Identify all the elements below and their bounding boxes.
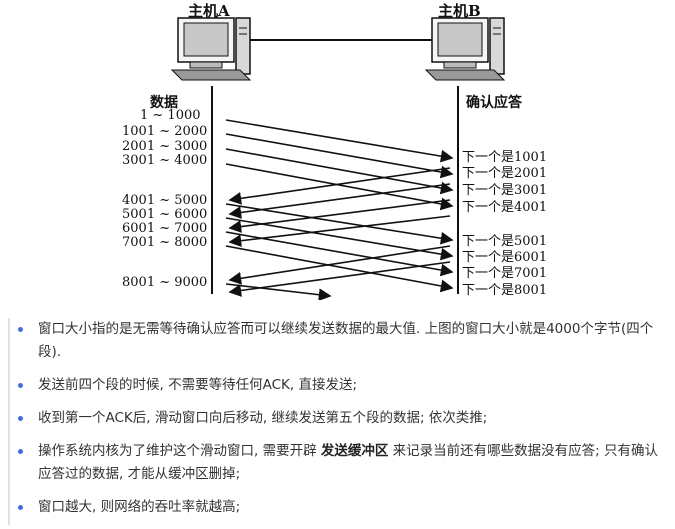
- bullet-icon: [18, 327, 23, 332]
- segment-label: 5001 ~ 6000: [122, 207, 207, 222]
- list-item-text: 窗口大小指的是无需等待确认应答而可以继续发送数据的最大值. 上图的窗口大小就是4…: [38, 321, 653, 360]
- segment-label: 1001 ~ 2000: [122, 124, 207, 139]
- ack-label: 下一个是8001: [462, 279, 547, 298]
- diagram-canvas: [0, 0, 675, 300]
- bullet-icon: [18, 505, 23, 510]
- segment-label: 3001 ~ 4000: [122, 153, 207, 168]
- segment-label: 2001 ~ 3000: [122, 139, 207, 154]
- bullet-icon: [18, 449, 23, 454]
- list-item-text: 窗口越大, 则网络的吞吐率就越高;: [38, 499, 240, 515]
- computer-a-icon: [172, 18, 250, 80]
- list-item: 窗口大小指的是无需等待确认应答而可以继续发送数据的最大值. 上图的窗口大小就是4…: [0, 318, 675, 364]
- ack-label: 下一个是4001: [462, 196, 547, 215]
- list-item-text: 发送前四个段的时候, 不需要等待任何ACK, 直接发送;: [38, 377, 357, 393]
- data-arrow: [226, 204, 452, 240]
- segment-label: 4001 ~ 5000: [122, 193, 207, 208]
- list-item: 操作系统内核为了维护这个滑动窗口, 需要开辟 发送缓冲区 来记录当前还有哪些数据…: [0, 440, 675, 486]
- sliding-window-diagram: 主机A 主机B 数据 确认应答 1 ~ 1000 1001 ~ 2000 200…: [0, 0, 675, 300]
- send-buffer-term: 发送缓冲区: [321, 443, 389, 459]
- bullet-icon: [18, 416, 23, 421]
- segment-label: 6001 ~ 7000: [122, 221, 207, 236]
- arrows-group: [226, 120, 452, 296]
- bullet-icon: [18, 383, 23, 388]
- list-item: 窗口越大, 则网络的吞吐率就越高;: [0, 496, 675, 519]
- data-arrow: [226, 120, 452, 158]
- list-item: 收到第一个ACK后, 滑动窗口向后移动, 继续发送第五个段的数据; 依次类推;: [0, 407, 675, 430]
- ack-arrow: [230, 246, 450, 280]
- host-a-label: 主机A: [188, 0, 230, 21]
- data-arrow: [226, 134, 452, 174]
- notes-list: 窗口大小指的是无需等待确认应答而可以继续发送数据的最大值. 上图的窗口大小就是4…: [0, 318, 675, 529]
- ack-column-header: 确认应答: [466, 92, 522, 112]
- segment-label: 1 ~ 1000: [140, 108, 201, 123]
- list-item-text-before: 操作系统内核为了维护这个滑动窗口, 需要开辟: [38, 443, 321, 459]
- host-b-label: 主机B: [438, 0, 481, 21]
- list-item: 发送前四个段的时候, 不需要等待任何ACK, 直接发送;: [0, 374, 675, 397]
- segment-label: 8001 ~ 9000: [122, 275, 207, 290]
- computer-b-icon: [426, 18, 504, 80]
- list-item-text: 收到第一个ACK后, 滑动窗口向后移动, 继续发送第五个段的数据; 依次类推;: [38, 410, 487, 426]
- segment-label: 7001 ~ 8000: [122, 235, 207, 250]
